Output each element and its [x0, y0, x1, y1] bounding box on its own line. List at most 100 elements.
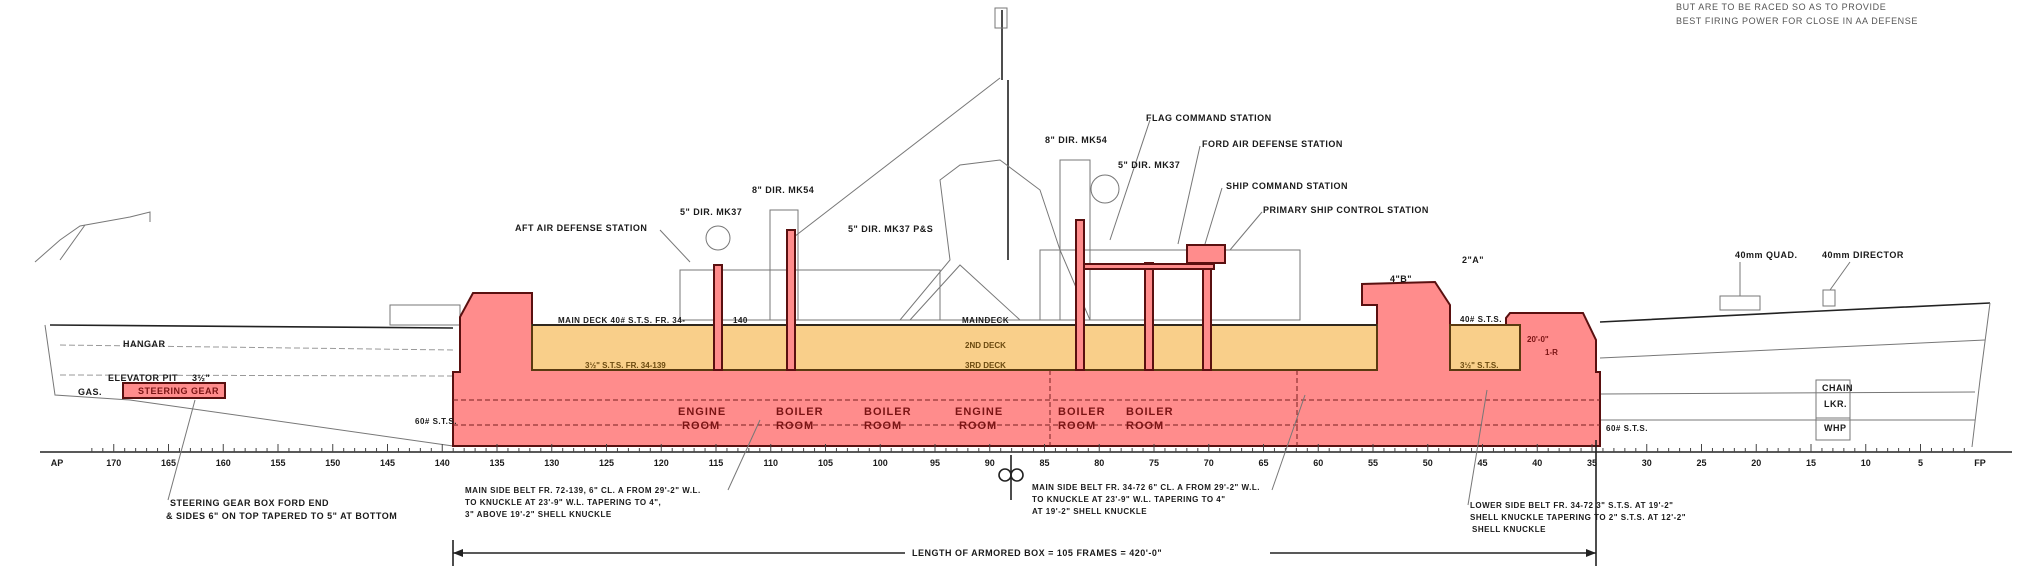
- frame-number-label: AP: [51, 458, 64, 468]
- turret-b-armor-label: 4"B": [1390, 274, 1412, 284]
- leader-lines: [167, 119, 1488, 506]
- turret-a-armor-label: 2"A": [1462, 255, 1484, 265]
- director-trunk: [786, 229, 796, 371]
- primary-ship-control-station-label: PRIMARY SHIP CONTROL STATION: [1263, 205, 1429, 215]
- third-deck-armor-label: 3½" S.T.S. FR. 34-139: [585, 361, 666, 370]
- main-belt-aft-note: TO KNUCKLE AT 23'-9" W.L. TAPERING TO 4"…: [465, 498, 661, 507]
- frame-number-label: 145: [380, 458, 395, 468]
- frame-number-label: 100: [873, 458, 888, 468]
- frame-number-label: 135: [489, 458, 504, 468]
- room-label: ENGINE: [955, 406, 1003, 418]
- room-label: BOILER: [776, 406, 824, 418]
- director-trunk: [1075, 219, 1085, 371]
- frame-number-label: 115: [709, 458, 724, 468]
- room-label: ROOM: [1058, 420, 1096, 432]
- armored-box: [122, 219, 1601, 447]
- aft-mk54-director-label: 8" DIR. MK54: [752, 185, 814, 195]
- aft-mk37-director-label: 5" DIR. MK37: [680, 207, 742, 217]
- frame-number-label: FP: [1974, 458, 1986, 468]
- frame-number-label: 55: [1368, 458, 1378, 468]
- main-deck-aft-label: MAIN DECK 40# S.T.S. FR. 34-: [558, 316, 685, 325]
- lower-belt-note: LOWER SIDE BELT FR. 34-72 3" S.T.S. AT 1…: [1470, 501, 1673, 510]
- ford-air-defense-station-label: FORD AIR DEFENSE STATION: [1202, 139, 1343, 149]
- deck-armor-fwd: [1449, 324, 1521, 371]
- room-label: ROOM: [1126, 420, 1164, 432]
- main-belt-fwd-note: AT 19'-2" SHELL KNUCKLE: [1032, 507, 1147, 516]
- bulkhead-span-label: 20'-0": [1527, 335, 1549, 344]
- radar-antenna: [994, 7, 1008, 29]
- room-label: ROOM: [682, 420, 720, 432]
- elevator-pit-armor-label: 3½": [192, 373, 210, 383]
- frame-number-label: 20: [1751, 458, 1761, 468]
- frame-number-label: 45: [1477, 458, 1487, 468]
- frame-number-label: 25: [1696, 458, 1706, 468]
- director-trunk: [1202, 255, 1212, 371]
- aft-air-defense-station-label: AFT AIR DEFENSE STATION: [515, 223, 647, 233]
- frame-number-label: 80: [1094, 458, 1104, 468]
- room-label: ROOM: [959, 420, 997, 432]
- second-deck-label: 2ND DECK: [965, 341, 1006, 350]
- frame-number-label: 85: [1039, 458, 1049, 468]
- whp-label: WHP: [1824, 423, 1847, 433]
- steering-gear-label: STEERING GEAR: [138, 386, 219, 396]
- chain-locker-label: LKR.: [1824, 399, 1847, 409]
- bottom-armor-aft-label: 60# S.T.S.: [415, 417, 457, 426]
- frame-number-label: 15: [1806, 458, 1816, 468]
- lower-belt-note: SHELL KNUCKLE TAPERING TO 2" S.T.S. AT 1…: [1470, 513, 1686, 522]
- frame-number-label: 140: [435, 458, 450, 468]
- main-belt-fwd-note: MAIN SIDE BELT FR. 34-72 6" CL. A FROM 2…: [1032, 483, 1260, 492]
- frame-number-label: 10: [1861, 458, 1871, 468]
- frame-number-label: 30: [1642, 458, 1652, 468]
- fwd-mk37-director-label: 5" DIR. MK37: [1118, 160, 1180, 170]
- steering-gear-box: [122, 382, 226, 399]
- flag-command-station-label: FLAG COMMAND STATION: [1146, 113, 1272, 123]
- room-label: ENGINE: [678, 406, 726, 418]
- fwd-mk54-director-label: 8" DIR. MK54: [1045, 135, 1107, 145]
- elevator-pit-label: ELEVATOR PIT: [108, 373, 178, 383]
- machinery-rooms: ENGINE ROOM BOILER ROOM BOILER ROOM ENGI…: [678, 406, 1174, 432]
- 40mm-director-label: 40mm DIRECTOR: [1822, 250, 1904, 260]
- frame-number-label: 70: [1204, 458, 1214, 468]
- frame-number-label: 50: [1423, 458, 1433, 468]
- center-of-gravity-symbol: [998, 455, 1024, 500]
- lower-belt-note: SHELL KNUCKLE: [1472, 525, 1546, 534]
- steering-box-note: STEERING GEAR BOX FORD END: [170, 498, 329, 508]
- main-belt-aft-note: MAIN SIDE BELT FR. 72-139, 6" CL. A FROM…: [465, 486, 701, 495]
- armored-tube: [1083, 263, 1215, 270]
- fwd-lower-armor-label: 3½" S.T.S.: [1460, 361, 1498, 370]
- frame-number-label: 160: [216, 458, 231, 468]
- frame-number-label: 75: [1149, 458, 1159, 468]
- frame-number-label: 155: [270, 458, 285, 468]
- main-armor-region: [452, 280, 1601, 447]
- third-deck-label: 3RD DECK: [965, 361, 1006, 370]
- steering-box-note: & SIDES 6" ON TOP TAPERED TO 5" AT BOTTO…: [166, 511, 397, 521]
- 40mm-quad-label: 40mm QUAD.: [1735, 250, 1798, 260]
- frame-number-label: 90: [985, 458, 995, 468]
- ship-command-station-label: SHIP COMMAND STATION: [1226, 181, 1348, 191]
- room-label: BOILER: [1126, 406, 1174, 418]
- room-label: ROOM: [776, 420, 814, 432]
- main-belt-fwd-note: TO KNUCKLE AT 23'-9" W.L. TAPERING TO 4": [1032, 495, 1226, 504]
- superstructure: [389, 7, 1851, 326]
- frame-number-label: 110: [763, 458, 778, 468]
- frame-number-label: 125: [599, 458, 614, 468]
- design-note-line: BUT ARE TO BE RACED SO AS TO PROVIDE: [1676, 2, 1886, 12]
- frame-number-label: 130: [544, 458, 559, 468]
- hangar-label: HANGAR: [123, 339, 166, 349]
- frame-140-label: 140: [733, 316, 748, 325]
- room-label: BOILER: [864, 406, 912, 418]
- frame-number-label: 40: [1532, 458, 1542, 468]
- frame-number-label: 105: [818, 458, 833, 468]
- mk37-ps-director-label: 5" DIR. MK37 P&S: [848, 224, 933, 234]
- crane: [34, 211, 151, 263]
- frame-number-label: 150: [325, 458, 340, 468]
- fwd-deck-armor-label: 40# S.T.S.: [1460, 315, 1502, 324]
- design-note-line: BEST FIRING POWER FOR CLOSE IN AA DEFENS…: [1676, 16, 1918, 26]
- room-label: BOILER: [1058, 406, 1106, 418]
- frame-number-label: 120: [654, 458, 669, 468]
- director-trunk: [713, 264, 723, 371]
- bulkhead-tag-label: 1-R: [1545, 348, 1558, 357]
- main-belt-aft-note: 3" ABOVE 19'-2" SHELL KNUCKLE: [465, 510, 612, 519]
